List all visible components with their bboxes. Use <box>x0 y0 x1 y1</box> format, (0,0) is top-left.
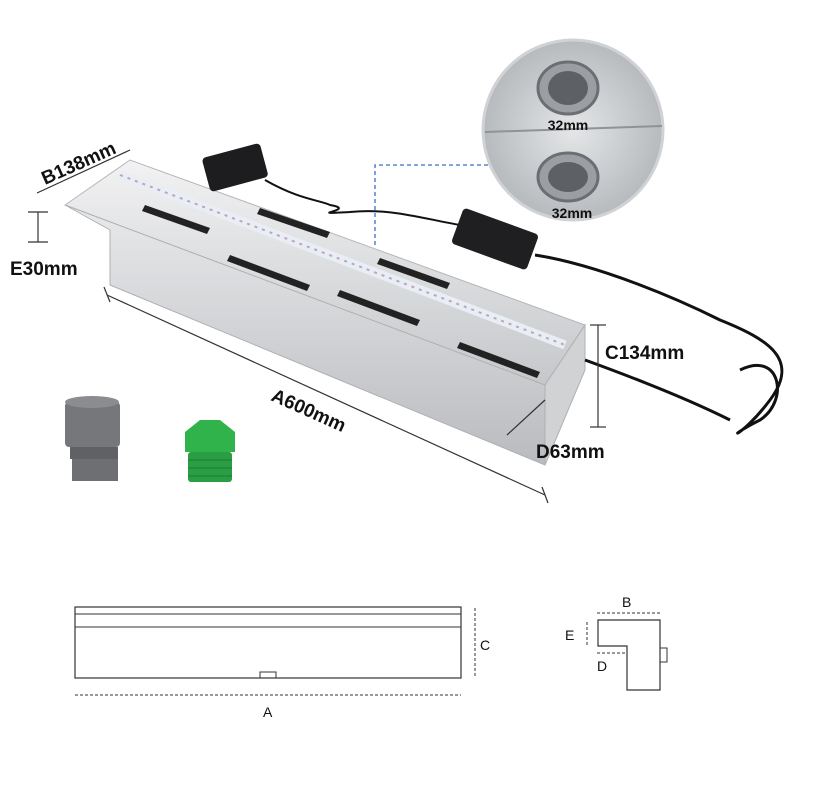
schematic-b-label: B <box>622 594 631 610</box>
schematic-a-label: A <box>263 704 273 720</box>
green-plug-fitting <box>185 420 235 482</box>
spillway-body <box>63 159 586 466</box>
thread-top-label: 32mm <box>548 117 588 133</box>
schematic-e-label: E <box>565 627 574 643</box>
dimension-lines <box>28 149 606 504</box>
schematic-c-label: C <box>480 637 490 653</box>
dim-e-label: E30mm <box>10 259 78 280</box>
side-view-schematic <box>586 612 668 691</box>
power-adapter <box>202 143 461 226</box>
control-box <box>452 208 784 435</box>
dim-c-label: C134mm <box>605 343 684 364</box>
schematic-d-label: D <box>597 658 607 674</box>
slots <box>142 205 540 378</box>
dim-a-label: A600mm <box>268 385 349 436</box>
front-view-schematic <box>74 606 476 696</box>
grey-adapter-fitting <box>65 396 120 481</box>
led-strip <box>118 170 567 350</box>
dim-d-label: D63mm <box>536 442 605 463</box>
thread-detail-circle: 32mm 32mm <box>481 38 665 222</box>
thread-bottom-label: 32mm <box>552 205 592 221</box>
